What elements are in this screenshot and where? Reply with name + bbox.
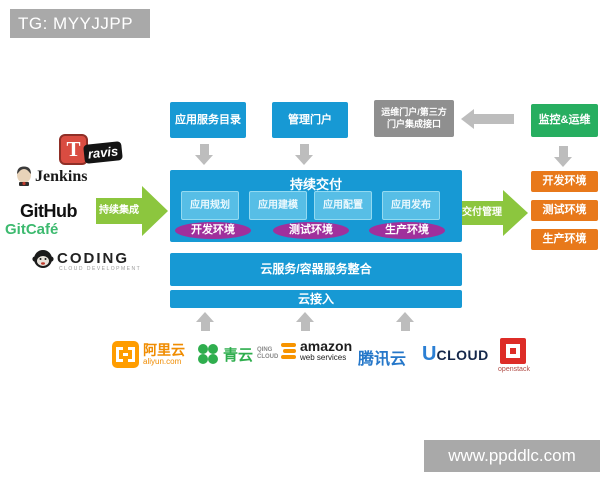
qingcloud-logo: 青云 QING CLOUD (197, 343, 278, 365)
pill-env-dev: 开发环境 (175, 222, 251, 239)
tencent-cloud-logo: 腾讯云 (358, 345, 600, 369)
qingcloud-en-line1: QING (257, 347, 273, 353)
arrow-up-icon (396, 312, 414, 331)
ops-portal-line1: 运维门户/第三方 (381, 107, 447, 117)
continuous-integration-label: 持续集成 (96, 198, 142, 224)
qingcloud-name: 青云 (223, 346, 254, 364)
ucloud-initial: U (422, 343, 437, 365)
box-cloud-access: 云接入 (170, 290, 462, 308)
header-tag-badge: TG: MYYJJPP (10, 9, 150, 38)
stage-app-modeling: 应用建模 (249, 191, 307, 220)
coding-logo-subtitle: CLOUD DEVELOPMENT (59, 266, 142, 272)
arrow-down-icon (554, 146, 572, 167)
arrow-up-icon (196, 312, 214, 331)
qingcloud-clover-icon (197, 343, 219, 365)
aws-name: amazon (300, 338, 353, 354)
stage-app-release: 应用发布 (382, 191, 440, 220)
arrow-down-icon (295, 144, 313, 165)
arrow-right-icon (503, 190, 528, 236)
pill-env-test: 测试环境 (273, 222, 349, 239)
aws-subtitle: web services (300, 353, 347, 362)
arrow-up-icon (296, 312, 314, 331)
watermark-badge: www.ppddlc.com (424, 440, 600, 472)
aliyun-brackets-icon (112, 341, 139, 368)
box-env-prod-right: 生产环境 (531, 229, 598, 250)
openstack-logo: openstack (498, 338, 530, 373)
openstack-name: openstack (498, 366, 530, 373)
tencent-cloud-name: 腾讯云 (358, 351, 407, 368)
box-env-test-right: 测试环境 (531, 200, 598, 221)
delivery-management-label: 交付管理 (461, 201, 503, 225)
jenkins-logo: Jenkins (35, 168, 88, 185)
box-env-dev-right: 开发环境 (531, 171, 598, 192)
arrow-down-icon (195, 144, 213, 165)
qingcloud-en-line2: CLOUD (257, 354, 279, 360)
jenkins-butler-icon (15, 165, 33, 192)
box-ops-portal-integration: 运维门户/第三方 门户集成接口 (374, 100, 454, 137)
github-logo: GitHub (20, 201, 78, 221)
coding-monkey-icon (32, 248, 54, 275)
ops-portal-line2: 门户集成接口 (386, 119, 441, 129)
box-cloud-container-integration: 云服务/容器服务整合 (170, 253, 462, 286)
stage-app-planning: 应用规划 (181, 191, 239, 220)
box-monitoring-ops: 监控&运维 (531, 104, 598, 137)
arrow-right-icon (142, 186, 168, 236)
stage-app-config: 应用配置 (314, 191, 372, 220)
aliyun-logo: 阿里云 aliyun.com (112, 341, 185, 368)
pill-env-prod: 生产环境 (369, 222, 445, 239)
coding-logo: CODING (57, 250, 129, 267)
ucloud-logo: UCLOUD (422, 343, 489, 366)
aws-logo: amazon web services (281, 338, 353, 362)
aliyun-domain: aliyun.com (143, 357, 182, 366)
continuous-delivery-title: 持续交付 (289, 177, 342, 192)
arrow-continuous-integration: 持续集成 (96, 186, 168, 236)
aws-coins-icon (281, 343, 296, 359)
ucloud-rest: CLOUD (436, 347, 489, 363)
box-management-portal: 管理门户 (272, 102, 348, 138)
gitcafe-logo: GitCafé (5, 221, 59, 238)
box-app-service-catalog: 应用服务目录 (170, 102, 246, 138)
aliyun-name: 阿里云 (143, 342, 185, 358)
box-continuous-delivery: 持续交付 应用规划 应用建模 应用配置 应用发布 开发环境 测试环境 生产环境 (170, 170, 462, 242)
openstack-square-icon (500, 338, 526, 364)
travis-logo-banner: ravis (83, 141, 123, 164)
arrow-delivery-management: 交付管理 (461, 190, 528, 236)
